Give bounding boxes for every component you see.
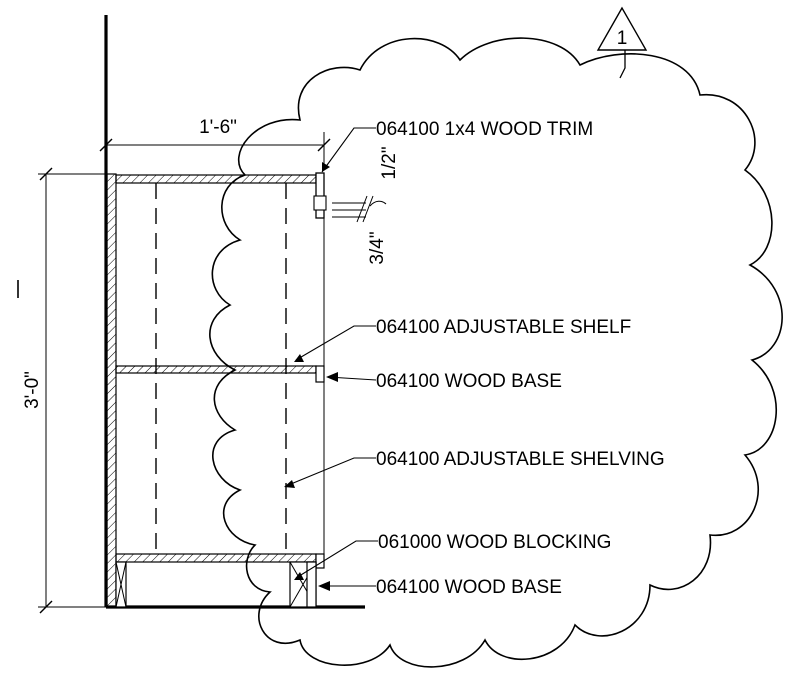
- trim-depth-text: 3/4": [367, 231, 388, 264]
- wood-blocking-base: [115, 561, 317, 608]
- callout-wood-base-upper: 064100 WOOD BASE: [376, 371, 562, 392]
- callout-adjustable-shelving: 064100 ADJUSTABLE SHELVING: [376, 449, 665, 470]
- callout-adjustable-shelf: 064100 ADJUSTABLE SHELF: [376, 317, 631, 338]
- leader-wood-blocking: [294, 540, 378, 580]
- width-dimension: 1'-6": [99, 117, 331, 170]
- callout-wood-blocking: 061000 WOOD BLOCKING: [378, 532, 611, 553]
- cabinet-top: [115, 174, 317, 184]
- leader-trim: [321, 127, 376, 173]
- leader-wood-base-lower: [318, 581, 376, 591]
- width-dimension-text: 1'-6": [199, 117, 237, 138]
- revision-delta: 1: [596, 6, 648, 79]
- trim-height-text: 1/2": [379, 146, 400, 179]
- callout-wood-base-lower: 064100 WOOD BASE: [376, 577, 562, 598]
- wood-trim-1x4: [313, 172, 327, 219]
- callout-wood-trim: 064100 1x4 WOOD TRIM: [376, 119, 593, 140]
- leader-adjustable-shelf: [294, 325, 376, 362]
- height-dimension-text: 3'-0": [22, 371, 43, 409]
- leader-wood-base-upper: [326, 372, 377, 382]
- cabinet-bottom: [115, 553, 317, 563]
- shelf-edge-base: [315, 365, 325, 383]
- trim-dimensions: 1/2" 3/4": [332, 146, 400, 265]
- height-dimension: 3'-0": [22, 167, 106, 614]
- leader-adjustable-shelving: [284, 457, 376, 488]
- cabinet-back-panel: [106, 173, 117, 608]
- revision-number: 1: [617, 28, 628, 49]
